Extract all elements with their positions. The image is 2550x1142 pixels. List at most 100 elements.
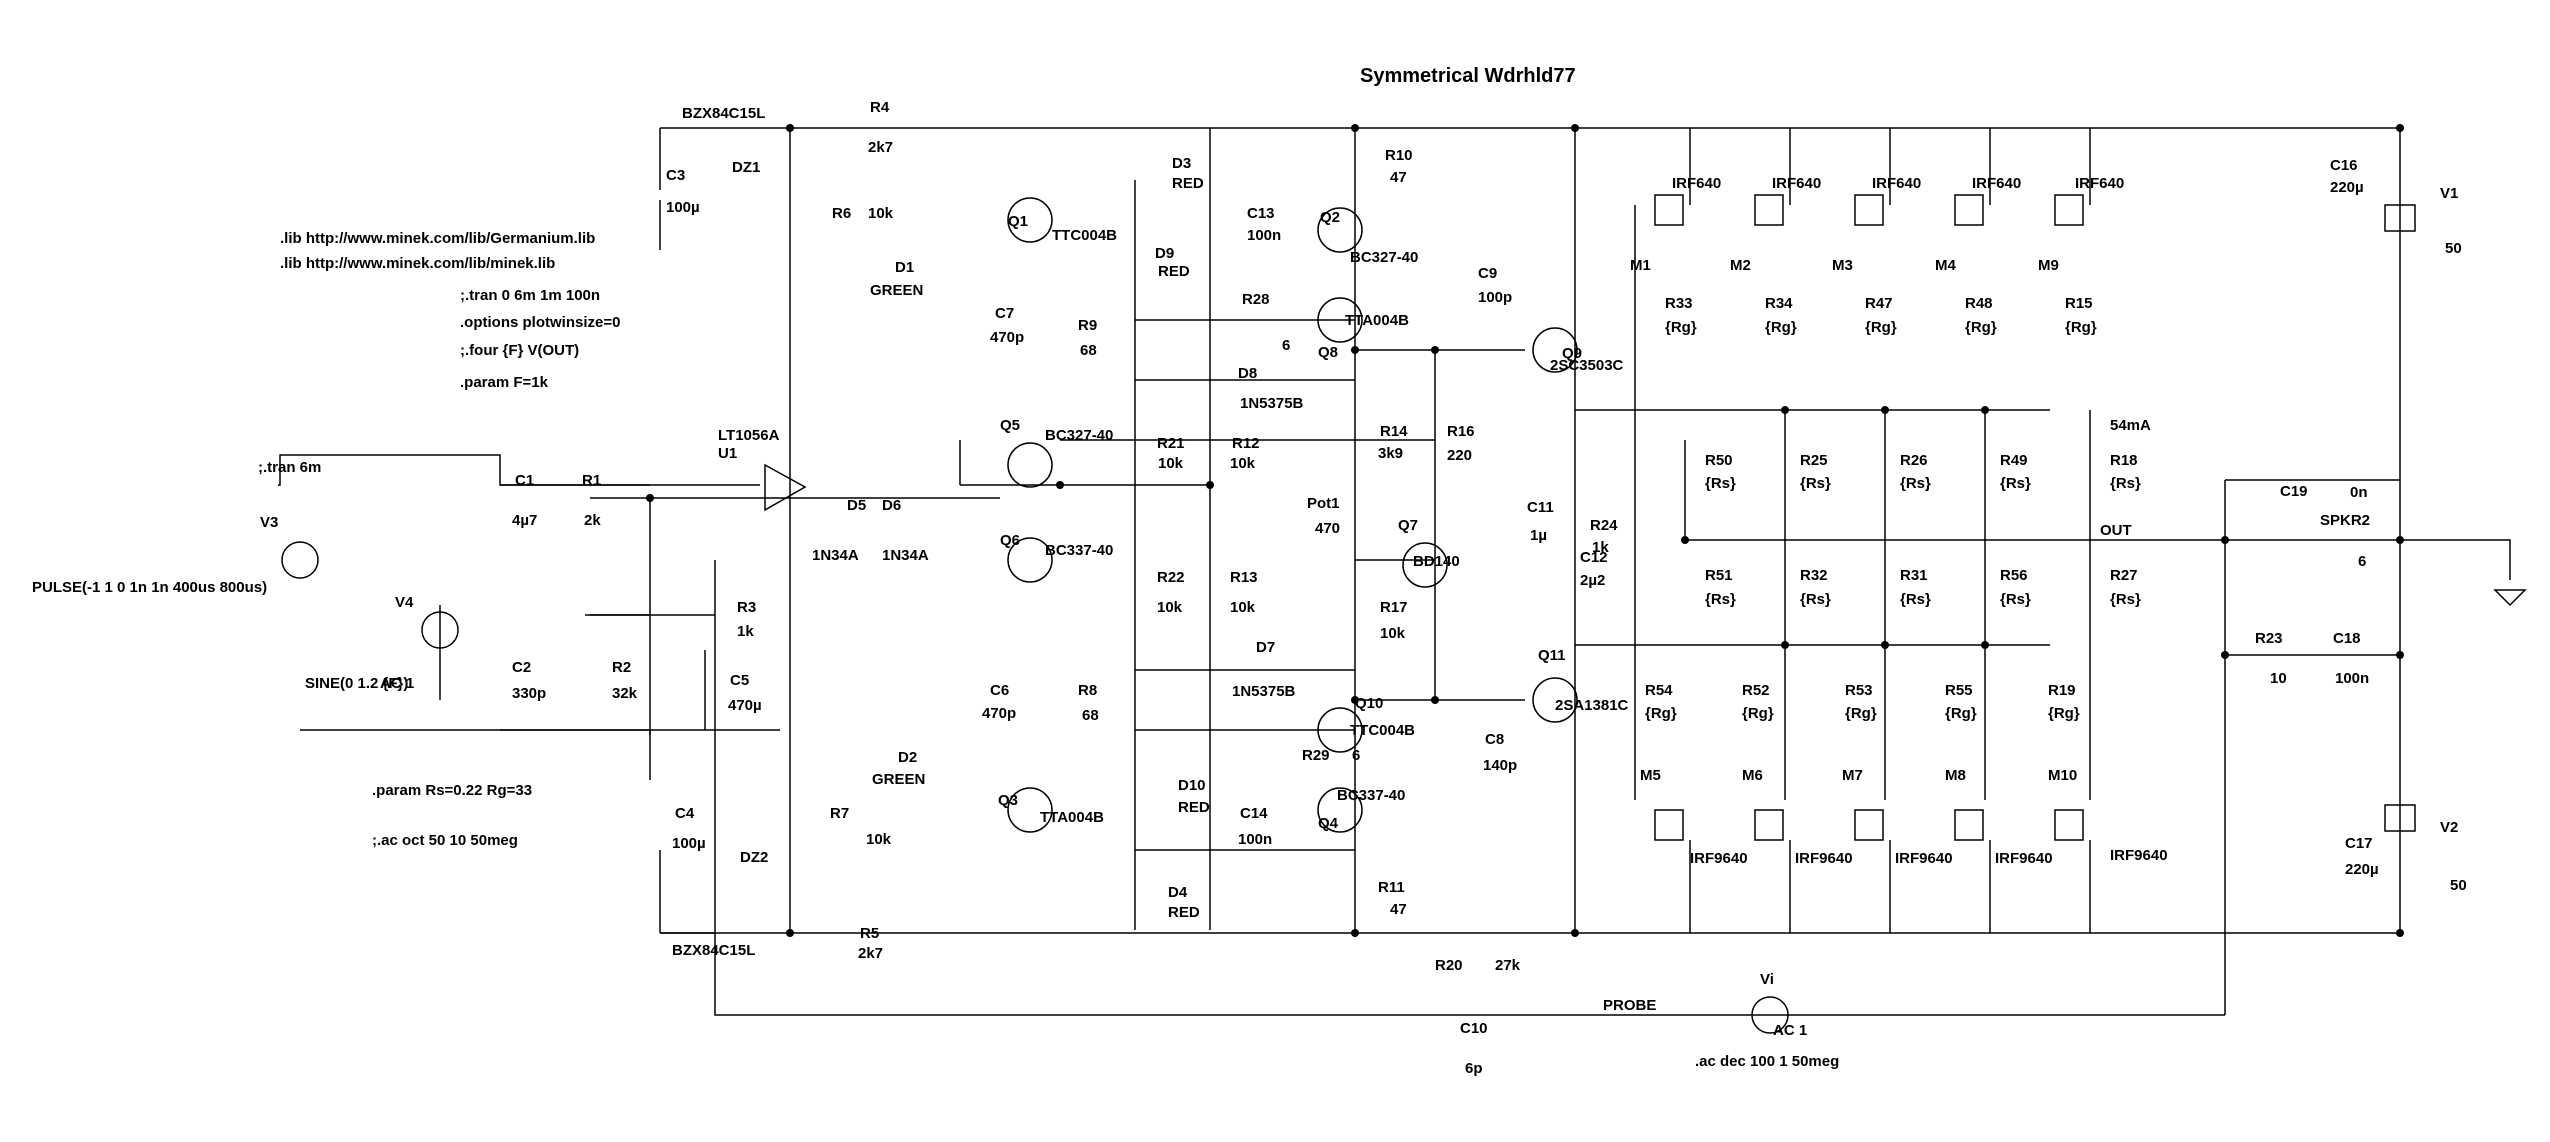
component-label: R48 bbox=[1965, 295, 1993, 312]
component-label: {Rg} bbox=[2065, 319, 2097, 336]
component-label: IRF9640 bbox=[1795, 850, 1853, 867]
component-label: 100µ bbox=[672, 835, 706, 852]
component-label: AC 1 bbox=[1773, 1022, 1807, 1039]
component-label: R27 bbox=[2110, 567, 2138, 584]
component-label: 68 bbox=[1080, 342, 1097, 359]
junction-dots bbox=[646, 124, 2404, 937]
component-label: 220 bbox=[1447, 447, 1472, 464]
component-label: IRF640 bbox=[2075, 175, 2124, 192]
component-label: D7 bbox=[1256, 639, 1275, 656]
component-label: M5 bbox=[1640, 767, 1661, 784]
component-label: {Rg} bbox=[1665, 319, 1697, 336]
component-label: {Rg} bbox=[1965, 319, 1997, 336]
component-label: R17 bbox=[1380, 599, 1408, 616]
component-label: 6p bbox=[1465, 1060, 1483, 1077]
component-label: IRF640 bbox=[1972, 175, 2021, 192]
component-label: Q5 bbox=[1000, 417, 1020, 434]
component-label: 100n bbox=[1247, 227, 1281, 244]
component-label: R9 bbox=[1078, 317, 1097, 334]
component-label: R28 bbox=[1242, 291, 1270, 308]
component-label: 220µ bbox=[2345, 861, 2379, 878]
component-label: R25 bbox=[1800, 452, 1828, 469]
component-label: 100n bbox=[2335, 670, 2369, 687]
component-label: 1N34A bbox=[812, 547, 859, 564]
component-label: {Rs} bbox=[1900, 591, 1931, 608]
component-label: 2µ2 bbox=[1580, 572, 1605, 589]
component-label: IRF9640 bbox=[1690, 850, 1748, 867]
component-label: R22 bbox=[1157, 569, 1185, 586]
component-label: C8 bbox=[1485, 731, 1504, 748]
component-label: M1 bbox=[1630, 257, 1651, 274]
component-label: R12 bbox=[1232, 435, 1260, 452]
component-label: {Rs} bbox=[2110, 475, 2141, 492]
component-label: R20 bbox=[1435, 957, 1463, 974]
directive: .options plotwinsize=0 bbox=[460, 314, 620, 331]
component-label: R49 bbox=[2000, 452, 2028, 469]
component-label: 6 bbox=[1352, 747, 1360, 764]
component-label: R53 bbox=[1845, 682, 1873, 699]
component-label: D6 bbox=[882, 497, 901, 514]
component-label: R11 bbox=[1378, 879, 1405, 896]
component-label: {Rg} bbox=[2048, 705, 2080, 722]
component-label: R1 bbox=[582, 472, 601, 489]
component-label: R24 bbox=[1590, 517, 1618, 534]
component-label: M2 bbox=[1730, 257, 1751, 274]
component-label: 2k bbox=[584, 512, 601, 529]
component-label: IRF9640 bbox=[1995, 850, 2053, 867]
component-label: BZX84C15L bbox=[682, 105, 765, 122]
component-label: 470p bbox=[982, 705, 1016, 722]
component-label: 0n bbox=[2350, 484, 2368, 501]
component-label: 1N5375B bbox=[1232, 683, 1296, 700]
component-label: U1 bbox=[718, 445, 737, 462]
component-label: BC337-40 bbox=[1337, 787, 1405, 804]
component-label: IRF640 bbox=[1672, 175, 1721, 192]
component-label: BC337-40 bbox=[1045, 542, 1113, 559]
component-label: C13 bbox=[1247, 205, 1275, 222]
component-label: 1µ bbox=[1530, 527, 1547, 544]
component-label: R10 bbox=[1385, 147, 1413, 164]
component-label: {Rg} bbox=[1865, 319, 1897, 336]
component-label: 10k bbox=[1157, 599, 1183, 616]
component-label: M4 bbox=[1935, 257, 1956, 274]
component-label: C7 bbox=[995, 305, 1014, 322]
component-label: TTC004B bbox=[1350, 722, 1415, 739]
component-label: R51 bbox=[1705, 567, 1733, 584]
component-label: V2 bbox=[2440, 819, 2458, 836]
component-label: OUT bbox=[2100, 522, 2132, 539]
component-label: {Rs} bbox=[1800, 475, 1831, 492]
component-label: {Rs} bbox=[1900, 475, 1931, 492]
component-label: M6 bbox=[1742, 767, 1763, 784]
component-label: 470µ bbox=[728, 697, 762, 714]
component-label: 1k bbox=[1592, 539, 1609, 556]
component-label: C9 bbox=[1478, 265, 1497, 282]
component-label: 140p bbox=[1483, 757, 1517, 774]
component-label: C18 bbox=[2333, 630, 2361, 647]
component-label: 47 bbox=[1390, 169, 1407, 186]
component-label: Q2 bbox=[1320, 209, 1340, 226]
component-label: V3 bbox=[260, 514, 278, 531]
component-label: 2SC3503C bbox=[1550, 357, 1624, 374]
component-label: IRF9640 bbox=[2110, 847, 2168, 864]
component-label: D10 bbox=[1178, 777, 1206, 794]
component-label: 1N34A bbox=[882, 547, 929, 564]
component-label: R7 bbox=[830, 805, 849, 822]
component-label: D4 bbox=[1168, 884, 1188, 901]
component-label: R32 bbox=[1800, 567, 1828, 584]
component-label: 4µ7 bbox=[512, 512, 537, 529]
component-label: R50 bbox=[1705, 452, 1733, 469]
component-label: 330p bbox=[512, 685, 546, 702]
component-label: 2SA1381C bbox=[1555, 697, 1629, 714]
component-label: 2k7 bbox=[868, 139, 893, 156]
component-label: LT1056A bbox=[718, 427, 780, 444]
directive: .lib http://www.minek.com/lib/Germanium.… bbox=[280, 230, 595, 247]
component-label: 100µ bbox=[666, 199, 700, 216]
directive: .ac dec 100 1 50meg bbox=[1695, 1053, 1839, 1070]
component-label: 27k bbox=[1495, 957, 1521, 974]
component-label: Q7 bbox=[1398, 517, 1418, 534]
component-label: C12 bbox=[1580, 549, 1608, 566]
component-label: 470 bbox=[1315, 520, 1340, 537]
component-label: 6 bbox=[1282, 337, 1290, 354]
component-label: R3 bbox=[737, 599, 756, 616]
directive: .param F=1k bbox=[460, 374, 549, 391]
